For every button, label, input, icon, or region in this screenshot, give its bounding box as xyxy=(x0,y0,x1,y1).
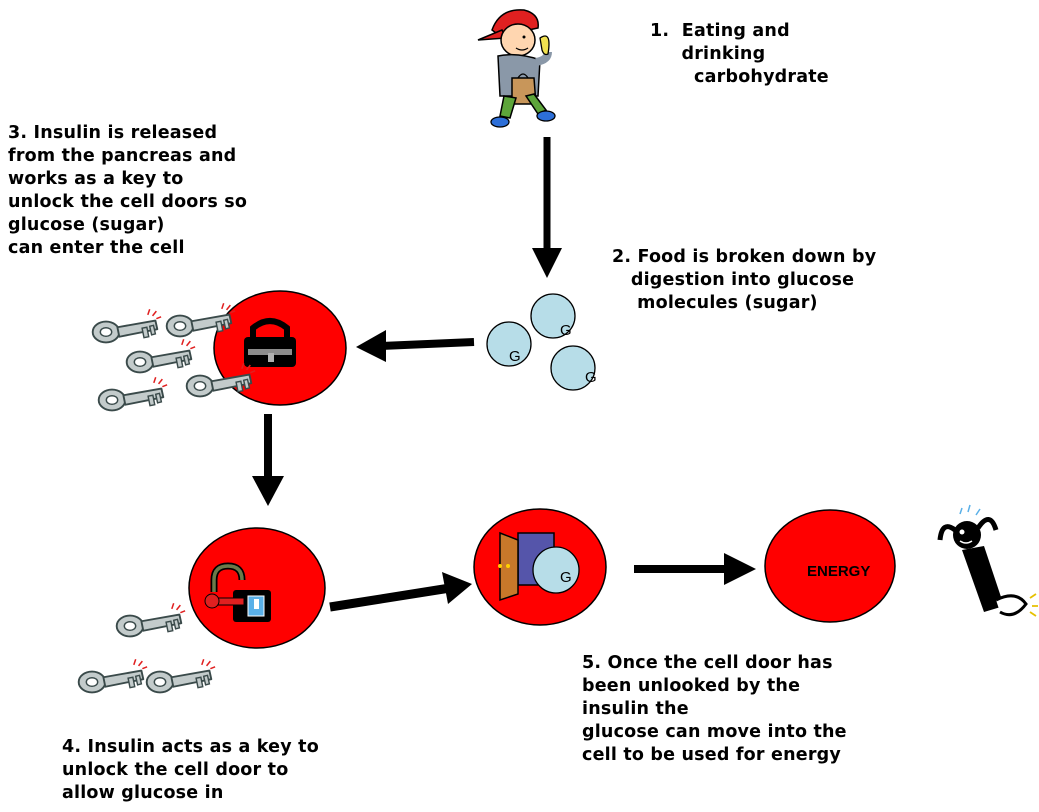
arrow-unlocked-to-door xyxy=(329,572,472,612)
step-line: 1. Eating and xyxy=(650,21,790,41)
arrow-door-to-energy xyxy=(634,553,756,585)
step-line: digestion into glucose xyxy=(612,270,855,290)
energetic-person-icon xyxy=(937,504,1038,617)
step-line: can enter the cell xyxy=(8,238,185,258)
step-line: 5. Once the cell door has xyxy=(582,653,833,673)
glucose-label: G xyxy=(509,348,521,365)
step-line: unlock the cell door to xyxy=(62,760,289,780)
step-line: cell to be used for energy xyxy=(582,745,841,765)
padlock-unlocked-icon xyxy=(204,562,271,622)
glucose-label: G xyxy=(560,322,572,339)
arrow-cell-down xyxy=(252,414,284,506)
step-line: insulin the xyxy=(582,699,689,719)
key-icon xyxy=(125,338,197,374)
arrow-glucose-to-cell xyxy=(356,330,475,362)
step-line: been unlooked by the xyxy=(582,676,801,696)
step-line: 2. Food is broken down by xyxy=(612,247,877,267)
step-line: carbohydrate xyxy=(650,67,829,87)
step-line: allow glucose in xyxy=(62,783,224,803)
cell-door: G xyxy=(473,508,607,626)
step-line: glucose can move into the xyxy=(582,722,847,742)
key-icon xyxy=(91,308,163,344)
cell-energy: ENERGY xyxy=(764,509,896,623)
step-line: molecules (sugar) xyxy=(612,293,818,313)
step-line: 4. Insulin acts as a key to xyxy=(62,737,319,757)
step-5-text: 5. Once the cell door has been unlooked b… xyxy=(582,652,847,767)
step-4-text: 4. Insulin acts as a key to unlock the ce… xyxy=(62,736,319,805)
step-line: glucose (sugar) xyxy=(8,215,165,235)
boy-eating-icon xyxy=(477,9,556,128)
key-icon xyxy=(145,658,217,694)
step-line: unlock the cell doors so xyxy=(8,192,248,212)
padlock-locked-icon xyxy=(244,318,296,367)
step-3-text: 3. Insulin is released from the pancreas … xyxy=(8,122,247,260)
step-line: from the pancreas and xyxy=(8,146,237,166)
glucose-molecules: G G G xyxy=(486,293,597,391)
key-icon xyxy=(77,658,149,694)
step-line: drinking xyxy=(650,44,766,64)
cell-locked xyxy=(213,290,347,406)
step-line: 3. Insulin is released xyxy=(8,123,218,143)
energy-label: ENERGY xyxy=(807,563,870,580)
cell-unlocked xyxy=(188,527,326,649)
key-icons-bottom xyxy=(77,602,217,694)
step-1-text: 1. Eating and drinking carbohydrate xyxy=(650,20,829,89)
key-icon xyxy=(115,602,187,638)
glucose-label: G xyxy=(560,569,572,586)
glucose-label: G xyxy=(585,369,597,386)
key-icon xyxy=(97,376,169,412)
arrow-eating-to-digestion xyxy=(532,137,562,278)
step-2-text: 2. Food is broken down by digestion into… xyxy=(612,246,876,315)
step-line: works as a key to xyxy=(8,169,184,189)
